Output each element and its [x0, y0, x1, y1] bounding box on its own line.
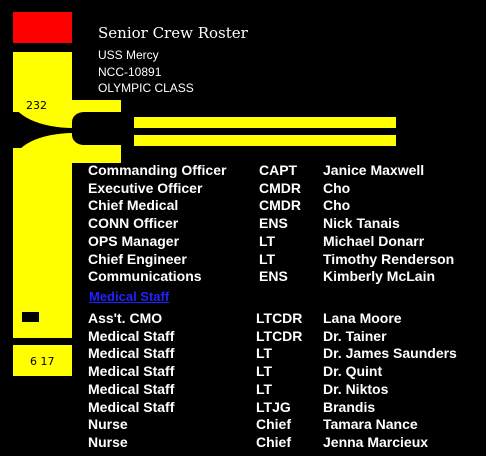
roster-name: Nick Tanais: [323, 215, 400, 232]
ship-class: OLYMPIC CLASS: [98, 81, 194, 95]
roster-rank: LT: [256, 345, 273, 362]
side-bar-marker: [22, 312, 39, 322]
roster-row: Medical Staff LT Dr. James Saunders: [0, 345, 486, 363]
roster-name: Dr. Quint: [323, 363, 383, 380]
ship-name: USS Mercy: [98, 48, 159, 62]
roster-position: Commanding Officer: [88, 162, 227, 178]
roster-name: Cho: [323, 179, 351, 196]
lower-side-bar: [13, 148, 72, 338]
roster-row: Medical Staff LTCDR Dr. Tainer: [0, 328, 486, 346]
roster-rank: LT: [256, 363, 273, 380]
upper-horizontal-bar: [134, 117, 396, 128]
roster-rank: LT: [259, 232, 276, 249]
lower-elbow-cutout: [72, 133, 121, 145]
roster-row: Ass't. CMO LTCDR Lana Moore: [0, 310, 486, 328]
roster-row: Nurse Chief Jenna Marcieux: [0, 434, 486, 452]
roster-rank: LTJG: [256, 398, 291, 415]
roster-row: CONN Officer ENS Nick Tanais: [0, 215, 486, 233]
roster-row: Medical Staff LTJG Brandis: [0, 399, 486, 417]
medical-staff-link[interactable]: Medical Staff: [89, 289, 170, 304]
bottom-side-block: [13, 345, 72, 376]
roster-name: Tamara Nance: [323, 416, 418, 433]
ship-registry: NCC-10891: [98, 65, 162, 79]
lower-frame-number: 6 17: [30, 355, 55, 368]
roster-position: OPS Manager: [88, 232, 180, 249]
roster-position: CONN Officer: [88, 215, 179, 232]
lower-horizontal-bar: [134, 135, 396, 146]
roster-rank: Chief: [256, 416, 291, 433]
roster-name: Michael Donarr: [323, 232, 425, 249]
roster-name: Dr. Tainer: [323, 327, 387, 344]
roster-rank: ENS: [259, 215, 288, 232]
roster-rank: LT: [256, 380, 273, 397]
roster-name: Janice Maxwell: [323, 162, 425, 178]
roster-row: Commanding Officer CAPT Janice Maxwell: [0, 162, 486, 180]
page-title: Senior Crew Roster: [98, 24, 248, 42]
roster-position: Medical Staff: [88, 398, 175, 415]
roster-name: Timothy Renderson: [323, 250, 455, 267]
roster-row: Medical Staff LT Dr. Quint: [0, 363, 486, 381]
upper-elbow-cutout: [72, 112, 121, 128]
roster-row: Chief Engineer LT Timothy Renderson: [0, 251, 486, 269]
roster-position: Nurse: [88, 416, 128, 433]
roster-rank: Chief: [256, 433, 291, 450]
roster-position: Chief Medical: [88, 197, 179, 214]
roster-row: OPS Manager LT Michael Donarr: [0, 233, 486, 251]
red-header-block: [13, 12, 72, 43]
roster-position: Medical Staff: [88, 363, 175, 380]
roster-name: Dr. James Saunders: [323, 345, 457, 362]
roster-row: Medical Staff LT Dr. Niktos: [0, 381, 486, 399]
roster-row: Nurse Chief Tamara Nance: [0, 416, 486, 434]
roster-rank: CMDR: [259, 179, 301, 196]
roster-name: Kimberly McLain: [323, 268, 436, 285]
roster-name: Cho: [323, 197, 351, 214]
roster-rank: CMDR: [259, 197, 301, 214]
roster-position: Chief Engineer: [88, 250, 187, 267]
roster-rank: LT: [259, 250, 276, 267]
roster-position: Medical Staff: [88, 327, 175, 344]
roster-name: Brandis: [323, 398, 376, 415]
roster-position: Ass't. CMO: [88, 310, 163, 326]
roster-rank: LTCDR: [256, 310, 303, 326]
roster-position: Medical Staff: [88, 380, 175, 397]
roster-position: Nurse: [88, 433, 128, 450]
roster-row: Chief Medical CMDR Cho: [0, 197, 486, 215]
roster-name: Dr. Niktos: [323, 380, 389, 397]
roster-name: Jenna Marcieux: [323, 433, 429, 450]
roster-rank: ENS: [259, 268, 288, 285]
roster-row: Executive Officer CMDR Cho: [0, 180, 486, 198]
roster-row: Communications ENS Kimberly McLain: [0, 268, 486, 286]
roster-name: Lana Moore: [323, 310, 402, 326]
upper-frame-number: 232: [26, 99, 47, 112]
roster-position: Executive Officer: [88, 179, 203, 196]
roster-position: Medical Staff: [88, 345, 175, 362]
roster-rank: CAPT: [259, 162, 298, 178]
roster-position: Communications: [88, 268, 202, 285]
roster-rank: LTCDR: [256, 327, 303, 344]
